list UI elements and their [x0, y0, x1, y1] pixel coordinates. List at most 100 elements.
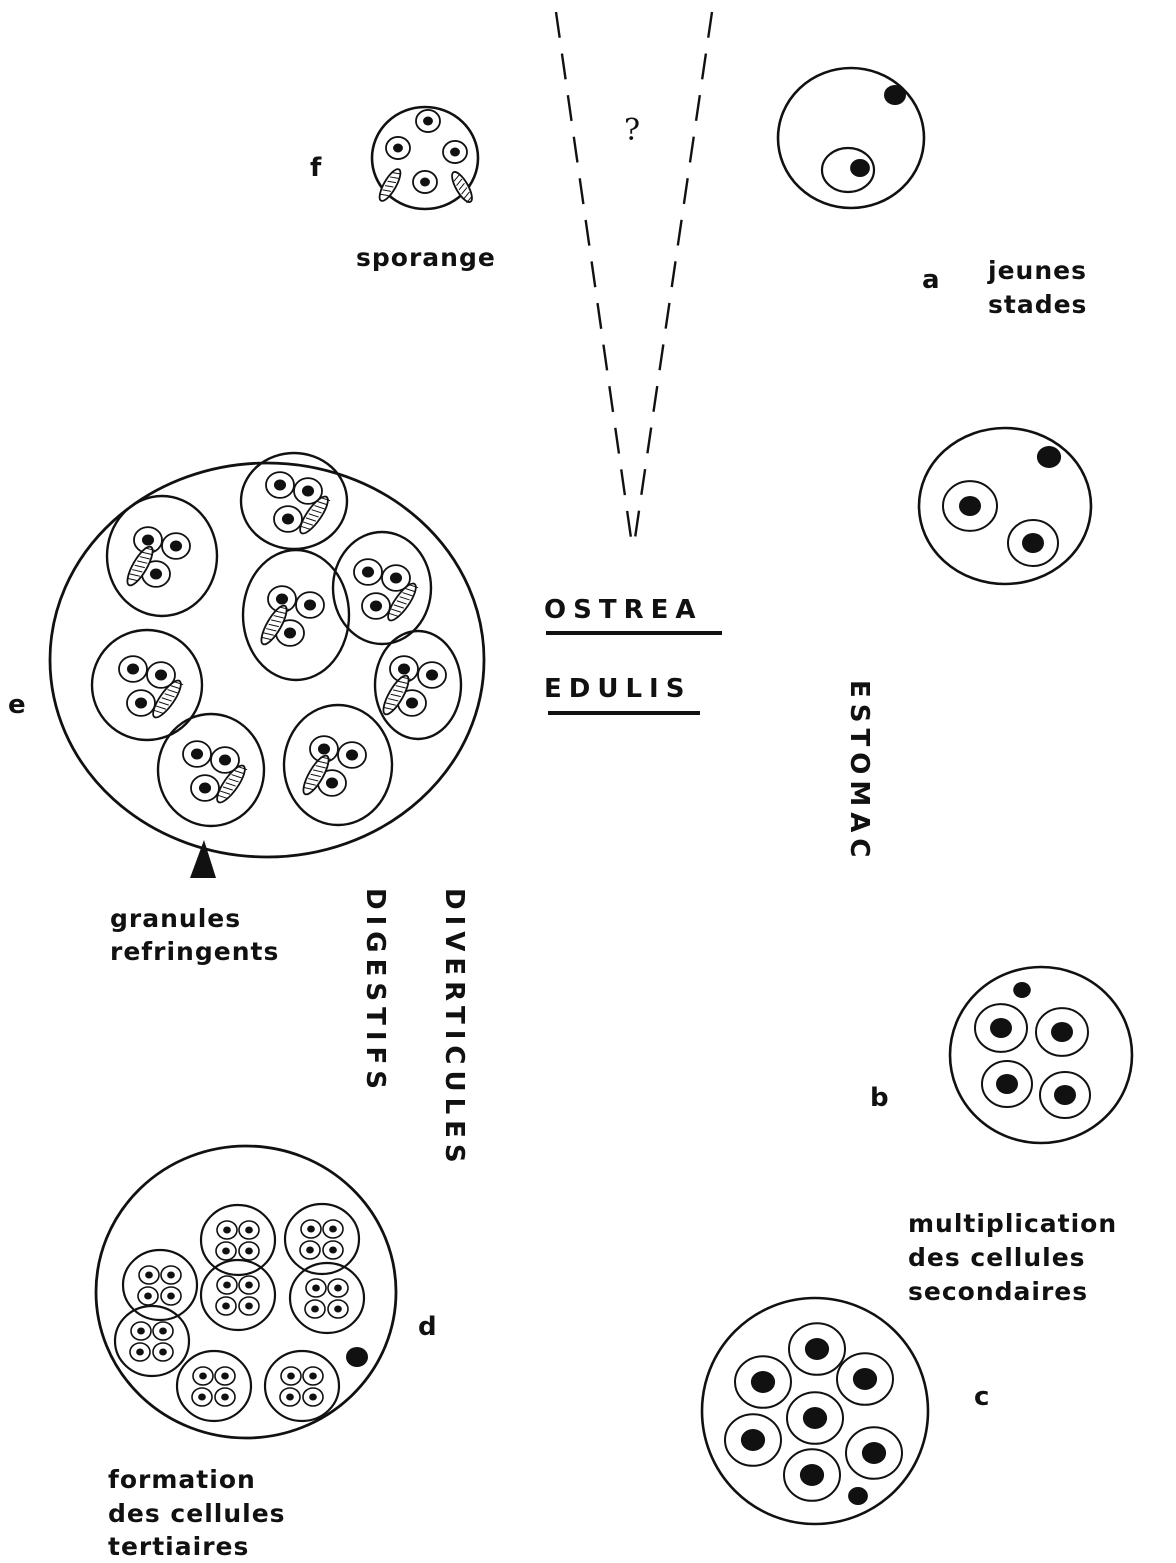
- nucleus: [284, 628, 296, 639]
- diverticules-label: DIVERTICULES: [439, 888, 469, 1169]
- stage-a-caption-1: jeunes: [987, 256, 1087, 285]
- cell-membrane: [92, 630, 202, 740]
- nucleus: [450, 148, 460, 157]
- nucleus: [136, 1349, 144, 1356]
- nucleus: [1051, 1022, 1073, 1042]
- title-line-2: EDULIS: [544, 674, 691, 704]
- nucleus: [853, 1368, 877, 1390]
- nucleus: [312, 1285, 320, 1292]
- nucleus: [144, 1293, 152, 1300]
- nucleus: [245, 1227, 253, 1234]
- stage-c-cell: [702, 1298, 928, 1524]
- nucleus: [309, 1373, 317, 1380]
- digestifs-label: DIGESTIFS: [360, 888, 390, 1095]
- nucleus: [850, 159, 870, 177]
- refringent-granule: [448, 169, 475, 204]
- nucleus: [326, 778, 338, 789]
- cell-membrane: [158, 714, 264, 826]
- nucleus: [990, 1018, 1012, 1038]
- cell-membrane: [241, 453, 347, 549]
- cell-membrane: [107, 496, 217, 616]
- stage-e-cell: [50, 453, 484, 857]
- nucleus: [390, 573, 402, 584]
- cell-membrane: [201, 1260, 275, 1330]
- stage-e-caption-1: granules: [110, 904, 241, 933]
- nucleus: [167, 1293, 175, 1300]
- question-mark: ?: [624, 113, 640, 148]
- nucleus: [191, 749, 203, 760]
- cell-membrane: [284, 705, 392, 825]
- nucleus: [848, 1487, 868, 1505]
- stage-b-caption-2: des cellules: [908, 1243, 1086, 1272]
- stage-f-caption: sporange: [356, 243, 496, 272]
- nucleus: [159, 1328, 167, 1335]
- stage-b-caption-1: multiplication: [908, 1209, 1117, 1238]
- cell-membrane: [950, 967, 1132, 1143]
- cell-membrane: [265, 1351, 339, 1421]
- nucleus: [334, 1285, 342, 1292]
- stage-f-letter: f: [310, 153, 322, 183]
- stage-d-caption-3: tertiaires: [108, 1532, 249, 1561]
- stage-c-letter: c: [974, 1382, 989, 1412]
- nucleus: [276, 594, 288, 605]
- cell-membrane: [375, 631, 461, 739]
- nucleus: [1022, 533, 1044, 553]
- nucleus: [334, 1306, 342, 1313]
- nucleus: [245, 1248, 253, 1255]
- nucleus: [282, 514, 294, 525]
- nucleus: [346, 1347, 368, 1367]
- stage-a-letter: a: [922, 265, 940, 295]
- nucleus: [221, 1394, 229, 1401]
- stage-d-letter: d: [418, 1312, 437, 1342]
- cell-membrane: [243, 550, 349, 680]
- nucleus: [306, 1247, 314, 1254]
- nucleus: [302, 486, 314, 497]
- nucleus: [155, 670, 167, 681]
- nucleus: [198, 1394, 206, 1401]
- nucleus: [223, 1282, 231, 1289]
- nucleus: [274, 480, 286, 491]
- nucleus: [959, 496, 981, 516]
- cell-membrane: [919, 428, 1091, 584]
- nucleus: [245, 1303, 253, 1310]
- nucleus: [223, 1227, 231, 1234]
- cell-membrane: [115, 1306, 189, 1376]
- stage-e-caption-2: refringents: [110, 937, 279, 966]
- nucleus: [137, 1328, 145, 1335]
- nucleus: [222, 1248, 230, 1255]
- nucleus: [1013, 982, 1031, 998]
- nucleus: [1054, 1085, 1076, 1105]
- nucleus: [741, 1429, 765, 1451]
- stage-e-letter: e: [8, 690, 26, 720]
- nucleus: [307, 1226, 315, 1233]
- nucleus: [862, 1442, 886, 1464]
- stage-d-caption-2: des cellules: [108, 1499, 286, 1528]
- nucleus: [423, 117, 433, 126]
- nucleus: [393, 144, 403, 153]
- nucleus: [150, 569, 162, 580]
- nucleus: [751, 1371, 775, 1393]
- nucleus: [800, 1464, 824, 1486]
- nucleus: [803, 1407, 827, 1429]
- dashed-arrow: [556, 12, 712, 545]
- nucleus: [370, 601, 382, 612]
- cell-membrane: [96, 1146, 396, 1438]
- nucleus: [996, 1074, 1018, 1094]
- cell-membrane: [201, 1205, 275, 1275]
- nucleus: [805, 1338, 829, 1360]
- nucleus: [329, 1247, 337, 1254]
- nucleus: [329, 1226, 337, 1233]
- nucleus: [287, 1373, 295, 1380]
- stage-b-cell: [950, 967, 1132, 1143]
- stage-a-cell: [778, 68, 924, 208]
- nucleus: [167, 1272, 175, 1279]
- nucleus: [420, 178, 430, 187]
- stage-d-cell: [96, 1146, 396, 1438]
- title-line-1: OSTREA: [544, 595, 702, 625]
- nucleus: [318, 744, 330, 755]
- nucleus: [142, 535, 154, 546]
- nucleus: [159, 1349, 167, 1356]
- nucleus: [362, 567, 374, 578]
- nucleus: [346, 750, 358, 761]
